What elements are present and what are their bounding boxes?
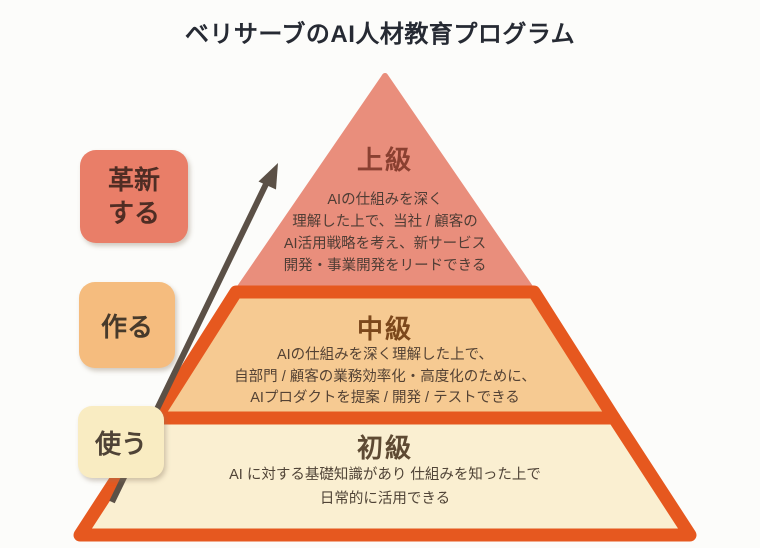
level-advanced-line-1: AIの仕組みを深く <box>327 192 443 208</box>
level-intermediate-line-2: 自部門 / 顧客の業務効率化・高度化のために、 <box>234 368 536 385</box>
level-intermediate-heading: 中級 <box>356 314 413 344</box>
growth-arrow-head <box>258 163 278 190</box>
level-advanced-line-2: 理解した上で、当社 / 顧客の <box>292 214 478 230</box>
level-beginner-line-1: AI に対する基礎知識があり 仕組みを知った上で <box>229 467 541 483</box>
badge-use: 使う <box>78 406 164 478</box>
level-intermediate-line-3: AIプロダクトを提案 / 開発 / テストできる <box>250 390 520 406</box>
level-advanced-description: AIの仕組みを深く 理解した上で、当社 / 顧客の AI活用戦略を考え、新サービ… <box>235 189 535 277</box>
level-beginner-heading: 初級 <box>356 433 413 463</box>
level-advanced-line-4: 開発・事業開発をリードできる <box>283 258 487 274</box>
pyramid-bottom-shape <box>73 411 697 542</box>
level-advanced-heading: 上級 <box>356 145 413 175</box>
badge-innovate: 革新 する <box>80 150 188 243</box>
level-intermediate-line-1: AIの仕組みを深く理解した上で、 <box>276 347 494 363</box>
level-beginner-description: AI に対する基礎知識があり 仕組みを知った上で 日常的に活用できる <box>180 464 590 511</box>
level-advanced-line-3: AI活用戦略を考え、新サービス <box>283 236 487 252</box>
page-title: ベリサーブのAI人材教育プログラム <box>184 21 576 48</box>
level-beginner-line-2: 日常的に活用できる <box>319 490 451 507</box>
badge-create: 作る <box>79 282 175 368</box>
level-intermediate-description: AIの仕組みを深く理解した上で、 自部門 / 顧客の業務効率化・高度化のために、… <box>180 345 590 410</box>
